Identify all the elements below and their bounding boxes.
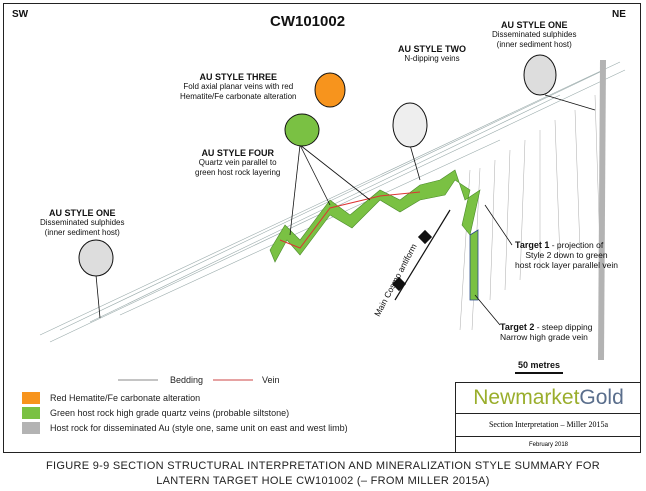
line: - projection of	[549, 240, 604, 250]
legend-item: Red Hematite/Fe carbonate alteration	[50, 393, 201, 403]
newmarket-gold-logo: NewmarketGold	[456, 383, 641, 414]
legend-vein: Vein	[262, 375, 280, 385]
style-two-inset	[392, 102, 428, 148]
line: host rock layer parallel vein	[515, 260, 618, 270]
legend-swatch-hematite	[22, 392, 40, 404]
target2-vein	[469, 229, 479, 301]
line: Fold axial planar veins with red	[183, 82, 294, 91]
heading: Target 1	[515, 240, 550, 250]
line: Quartz vein parallel to	[198, 158, 277, 167]
style-four-inset	[284, 113, 320, 147]
scale-bar	[515, 372, 563, 374]
legend-item: Host rock for disseminated Au (style one…	[50, 423, 348, 433]
legend-item: Green host rock high grade quartz veins …	[50, 408, 290, 418]
style-three-inset	[314, 72, 346, 108]
line: Hematite/Fe carbonate alteration	[180, 92, 297, 101]
red-vein	[279, 191, 421, 249]
line: Style 2 down to green	[525, 250, 608, 260]
section-title: CW101002	[270, 13, 346, 30]
date: February 2018	[528, 442, 569, 448]
heading: Target 2	[500, 322, 535, 332]
figure-caption-line1: FIGURE 9-9 SECTION STRUCTURAL INTERPRETA…	[46, 460, 600, 472]
line: (inner sediment host)	[496, 40, 572, 49]
antiform-marker	[391, 276, 407, 292]
legend-swatch-green-host	[22, 407, 40, 419]
heading: AU STYLE THREE	[199, 72, 278, 82]
line: - steep dipping	[534, 322, 593, 332]
green-host-rock-layer	[269, 169, 481, 263]
heading: AU STYLE TWO	[398, 44, 466, 54]
diagram-frame	[3, 3, 641, 453]
scale-label: 50 metres	[518, 360, 561, 370]
line: (inner sediment host)	[44, 228, 120, 237]
style-one-right-inset	[523, 54, 557, 96]
line: Disseminated sulphides	[492, 30, 577, 39]
line: green host rock layering	[195, 168, 281, 177]
title-block: NewmarketGold Section Interpretation – M…	[455, 382, 641, 453]
east-limb-bedding	[459, 94, 601, 331]
host-rock-east-limb	[598, 60, 606, 360]
logo-text: Gold	[579, 386, 624, 409]
sw-label: SW	[12, 9, 29, 20]
line: N-dipping veins	[404, 54, 460, 63]
section-subtitle: Section Interpretation – Miller 2015a	[456, 414, 641, 437]
line: Narrow high grade vein	[500, 332, 588, 342]
antiform-marker	[417, 229, 433, 245]
style-one-left-inset	[78, 239, 114, 277]
callout-lines	[95, 94, 596, 326]
legend-bedding: Bedding	[170, 375, 204, 385]
legend-swatch-host-rock	[22, 422, 40, 434]
heading: AU STYLE ONE	[48, 208, 116, 218]
logo-text: Newmarket	[473, 386, 580, 409]
figure-caption-line2: LANTERN TARGET HOLE CW101002 (– FROM MIL…	[156, 475, 490, 487]
heading: AU STYLE FOUR	[201, 148, 274, 158]
line: Disseminated sulphides	[40, 218, 125, 227]
ne-label: NE	[612, 9, 626, 20]
heading: AU STYLE ONE	[500, 20, 568, 30]
